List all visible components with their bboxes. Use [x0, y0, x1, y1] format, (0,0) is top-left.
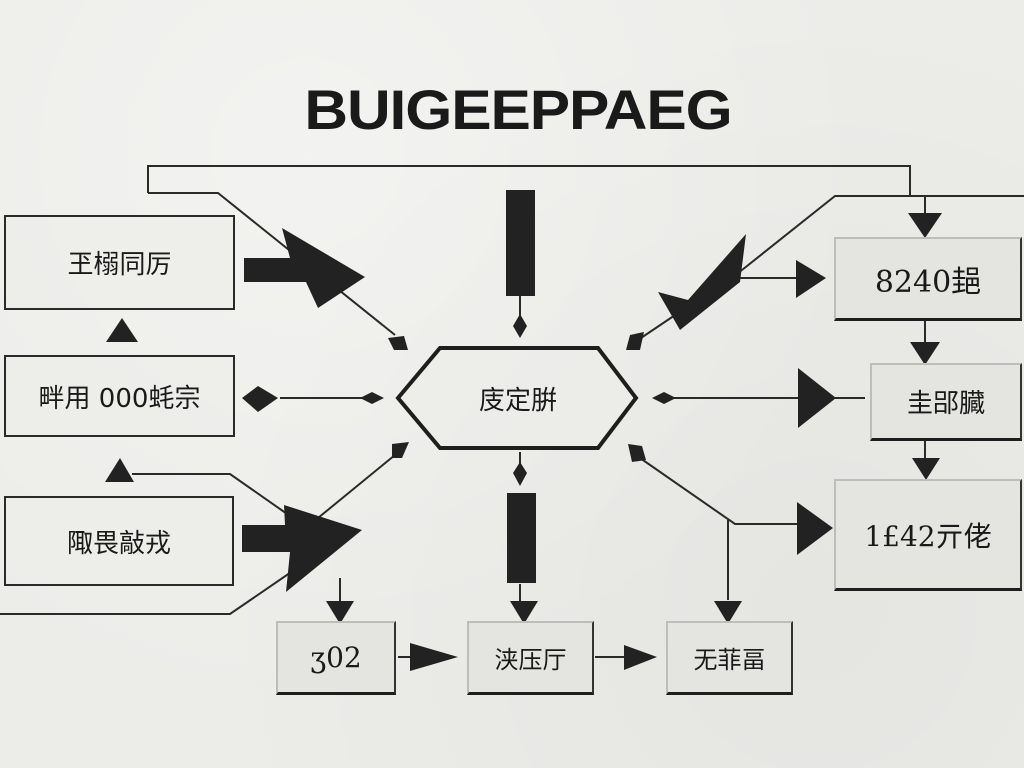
diamond-icon-lower-right: [628, 444, 646, 462]
wedge-arrow-icon-top-right: [658, 234, 746, 330]
diamond-icon-right-mid: [652, 392, 676, 404]
center-node-label: 庋定腁: [478, 385, 557, 416]
right-triangle-icon-right-1: [796, 260, 826, 298]
top-right-diagonal-line: [741, 195, 1024, 271]
down-triangle-icon-bottom-1: [326, 601, 354, 624]
left-node-3: 陬畏敲戎: [4, 496, 234, 586]
vertical-bar-icon-top: [506, 190, 535, 296]
left-node-3-label: 陬畏敲戎: [66, 528, 171, 559]
left-node-1-label: 玊榒同厉: [67, 250, 172, 280]
diamond-icon-left-mid: [360, 392, 384, 404]
left-node-2: 畔用 000蚝宗: [4, 355, 235, 437]
diagram-title: BUIGEEPPAEG: [304, 78, 732, 141]
down-triangle-icon-right-2-3: [912, 458, 940, 480]
left-node-1: 玊榒同厉: [4, 215, 235, 310]
right-node-1: 8240郌: [834, 237, 1022, 321]
left-lower-diagonal-line: [317, 454, 396, 519]
diamond-icon-upper-left: [388, 336, 408, 350]
right-triangle-icon-bottom-1-2: [410, 643, 458, 671]
right-node-1-label: 8240郌: [874, 264, 982, 300]
center-node: 庋定腁: [400, 350, 636, 446]
vertical-bar-icon-bottom: [507, 493, 536, 583]
bottom-node-1-label: ӡ02: [310, 641, 362, 674]
bottom-node-3-label: 无菲畐: [693, 646, 766, 674]
bottom-node-1: ӡ02: [276, 621, 396, 695]
bottom-node-3: 无菲畐: [666, 621, 793, 695]
up-triangle-icon-left-2: [105, 458, 134, 482]
down-triangle-icon-right-1-2: [910, 342, 940, 365]
right-node-3: 1£42亓佬: [834, 479, 1022, 591]
diamond-icon-center-top: [513, 314, 527, 338]
down-triangle-icon-bottom-3: [714, 601, 742, 624]
top-bracket-line: [147, 165, 911, 196]
right-node-2-label: 圭郘臓: [906, 389, 985, 419]
center-to-right-3-line: [639, 457, 800, 525]
bottom-node-2-label: 浃压厅: [494, 646, 567, 674]
block-arrow-icon-bottom-left: [242, 505, 362, 592]
right-triangle-icon-right-3: [797, 502, 833, 555]
bottom-node-2: 浃压厅: [467, 621, 594, 695]
right-triangle-icon-right-2: [798, 368, 836, 428]
diamond-icon-upper-right: [626, 332, 644, 350]
center-hexagon: [395, 346, 639, 450]
diamond-icon-center-bottom: [513, 462, 527, 486]
left-3-bottom-line: [0, 565, 301, 615]
block-arrow-icon-top-left: [244, 228, 365, 308]
left-node-2-label: 畔用 000蚝宗: [38, 383, 201, 414]
left-3-up-line: [132, 473, 291, 517]
down-triangle-icon-bottom-2: [510, 601, 538, 624]
right-node-2: 圭郘臓: [870, 363, 1022, 441]
diamond-icon-lower-left: [392, 442, 409, 458]
right-triangle-icon-bottom-2-3: [624, 645, 657, 670]
small-arrow-icon-left-2: [242, 386, 278, 412]
right-node-3-label: 1£42亓佬: [864, 519, 992, 553]
down-triangle-icon-right-top: [908, 213, 942, 238]
up-triangle-icon-left-1: [106, 318, 138, 342]
